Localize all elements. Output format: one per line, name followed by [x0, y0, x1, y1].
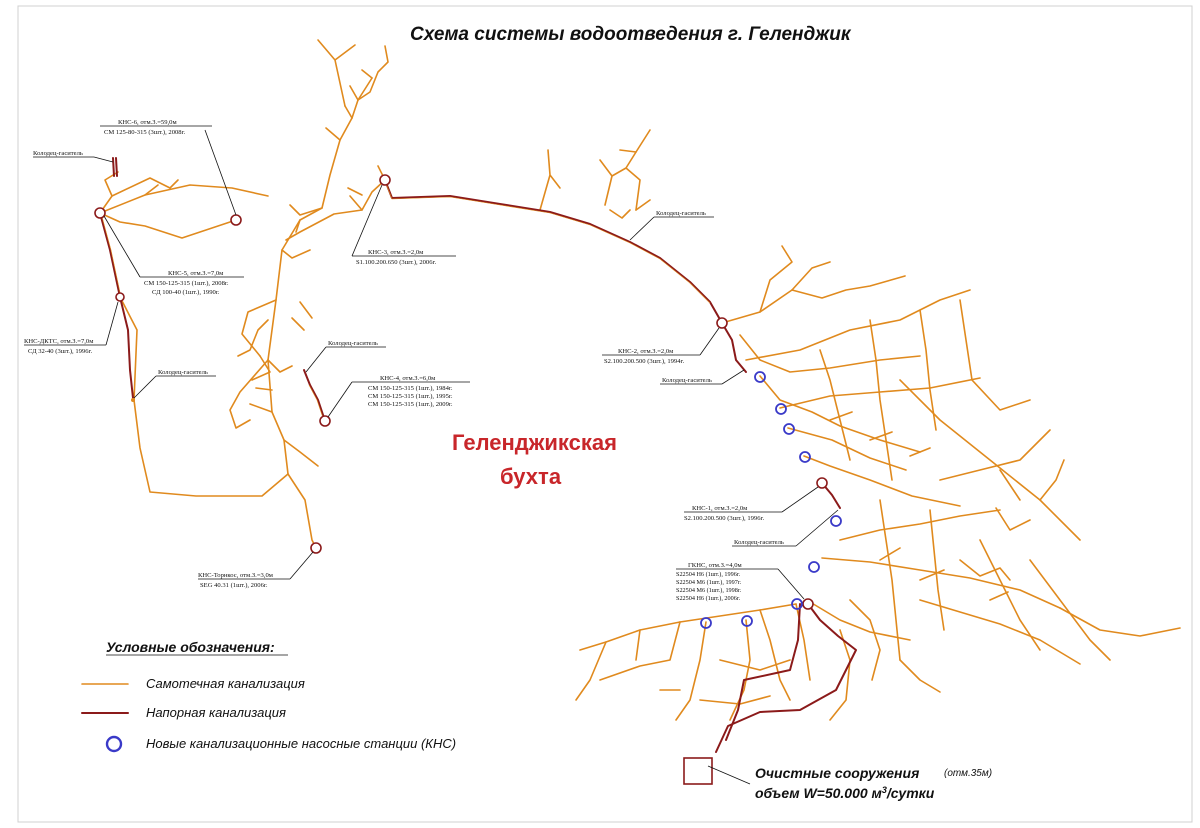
- treatment-plant-symbol: [683, 757, 713, 785]
- kns5-pump-2: СД 100-40 (1шт.), 1990г.: [152, 289, 220, 296]
- legend-title: Условные обозначения:: [106, 639, 275, 655]
- well-mid-left-label: Колодец-гаситель: [158, 369, 208, 376]
- page-frame: [17, 5, 1193, 823]
- station-kns3: [379, 174, 391, 186]
- kns6-pump-1: СМ 125-80-315 (3шт.), 2008г.: [104, 129, 186, 136]
- gkns-pump-4: S22504 H6 (1шт.), 2006г.: [676, 595, 741, 602]
- station-gkns: [802, 598, 814, 610]
- station-kns5: [94, 207, 106, 219]
- label-well-nw: Колодец-гаситель: [33, 150, 114, 163]
- label-well-kns1: Колодец-гаситель: [732, 509, 839, 547]
- kns4-name: КНС-4, отм.З.=6,0м: [380, 375, 436, 382]
- treatment-plant-name: Очистные сооружения: [755, 765, 919, 781]
- label-kns2: КНС-2, отм.З.=2,0м S2.100.200.500 (3шт.)…: [602, 327, 720, 365]
- new-station-5: [830, 515, 842, 527]
- new-station-6: [808, 561, 820, 573]
- kns1-name: КНС-1, отм.З.=2,0м: [692, 505, 748, 512]
- station-kns6: [230, 214, 242, 226]
- new-station-8: [741, 615, 753, 627]
- gravity-network: [99, 39, 1181, 721]
- kns2-pump-1: S2.100.200.500 (3шт.), 1994г.: [604, 358, 684, 365]
- legend-new-station-label: Новые канализационные насосные станции (…: [146, 736, 456, 751]
- well-kns1-label: Колодец-гаситель: [734, 539, 784, 546]
- station-kns2: [716, 317, 728, 329]
- legend-new-station-symbol: [105, 735, 123, 753]
- label-gkns: ГКНС, отм.З.=4,0м S22504 H6 (1шт.), 1996…: [676, 562, 805, 602]
- new-station-9: [700, 617, 712, 629]
- new-station-1: [754, 371, 766, 383]
- label-well-top: Колодец-гаситель: [629, 210, 714, 241]
- legend: Условные обозначения: Самотечная канализ…: [81, 639, 456, 753]
- pump-stations: [94, 174, 828, 610]
- station-kns-tornikos: [310, 542, 322, 554]
- bay-label-line1: Геленджикская: [452, 430, 617, 455]
- well-nw-label: Колодец-гаситель: [33, 150, 83, 157]
- new-station-3: [783, 423, 795, 435]
- label-kns6: КНС-6, отм.З.=59,0м СМ 125-80-315 (3шт.)…: [100, 119, 237, 216]
- kns-dktc-pump-1: СД 32-40 (3шт.), 1996г.: [28, 348, 92, 355]
- new-pump-stations: [700, 371, 842, 629]
- label-kns4: КНС-4, отм.З.=6,0м СМ 150-125-315 (1шт.)…: [327, 375, 470, 418]
- label-kns-dktc: КНС-ДКТС, отм.З.=7,0м СД 32-40 (3шт.), 1…: [24, 301, 119, 355]
- legend-gravity-label: Самотечная канализация: [146, 676, 305, 691]
- label-kns5: КНС-5, отм.З.=7,0м СМ 150-125-315 (1шт.)…: [103, 215, 244, 296]
- diagram-title: Схема системы водоотведения г. Геленджик: [410, 24, 852, 45]
- well-kns2-label: Колодец-гаситель: [662, 377, 712, 384]
- treatment-plant-elevation: (отм.35м): [944, 768, 992, 779]
- pressure-network: [99, 157, 857, 753]
- kns3-name: КНС-3, отм.З.=2,0м: [368, 249, 424, 256]
- kns6-name: КНС-6, отм.З.=59,0м: [118, 119, 177, 126]
- treatment-plant-volume: объем W=50.000 м3/сутки: [755, 785, 935, 801]
- new-station-2: [775, 403, 787, 415]
- kns5-name: КНС-5, отм.З.=7,0м: [168, 270, 224, 277]
- station-kns4: [319, 415, 331, 427]
- kns-tornikos-name: КНС-Торнкос, отм.З.=3,0м: [198, 572, 274, 579]
- gkns-pump-3: S22504 M6 (1шт.), 1998г.: [676, 587, 742, 594]
- kns-dktc-name: КНС-ДКТС, отм.З.=7,0м: [24, 338, 94, 345]
- new-station-4: [799, 451, 811, 463]
- gkns-name: ГКНС, отм.З.=4,0м: [688, 562, 742, 569]
- gkns-pump-1: S22504 H6 (1шт.), 1996г.: [676, 571, 741, 578]
- label-well-kns2: Колодец-гаситель: [660, 369, 745, 385]
- label-well-kns4: Колодец-гаситель: [305, 340, 386, 373]
- kns4-pump-2: СМ 150-125-315 (1шт.), 1995г.: [368, 393, 453, 400]
- label-well-mid-left: Колодец-гаситель: [133, 369, 216, 399]
- kns3-pump-1: S1.100.200.650 (3шт.), 2006г.: [356, 259, 436, 266]
- bay-label-line2: бухта: [500, 464, 562, 489]
- well-kns4-label: Колодец-гаситель: [328, 340, 378, 347]
- kns2-name: КНС-2, отм.З.=2,0м: [618, 348, 674, 355]
- treatment-plant-leader: [707, 765, 751, 785]
- kns-tornikos-pump-1: SEG 40.31 (1шт.), 2006г.: [200, 582, 268, 589]
- new-station-7: [791, 598, 803, 610]
- label-kns-tornikos: КНС-Торнкос, отм.З.=3,0м SEG 40.31 (1шт.…: [198, 551, 314, 589]
- well-mid-left-dot: [131, 398, 135, 402]
- kns5-pump-1: СМ 150-125-315 (1шт.), 2008г.: [144, 280, 229, 287]
- treatment-plant-label: Очистные сооружения (отм.35м) объем W=50…: [755, 765, 992, 801]
- label-kns1: КНС-1, отм.З.=2,0м S2.100.200.500 (3шт.)…: [684, 486, 819, 522]
- station-kns1: [816, 477, 828, 489]
- kns4-pump-3: СМ 150-125-315 (1шт.), 2009г.: [368, 401, 453, 408]
- well-top-label: Колодец-гаситель: [656, 210, 706, 217]
- station-kns-dktc: [115, 292, 125, 302]
- label-kns3: КНС-3, отм.З.=2,0м S1.100.200.650 (3шт.)…: [351, 184, 456, 266]
- gkns-pump-2: S22504 M6 (1шт.), 1997г.: [676, 579, 742, 586]
- legend-pressure-label: Напорная канализация: [146, 705, 286, 720]
- kns1-pump-1: S2.100.200.500 (3шт.), 1996г.: [684, 515, 764, 522]
- kns4-pump-1: СМ 150-125-315 (1шт.), 1984г.: [368, 385, 453, 392]
